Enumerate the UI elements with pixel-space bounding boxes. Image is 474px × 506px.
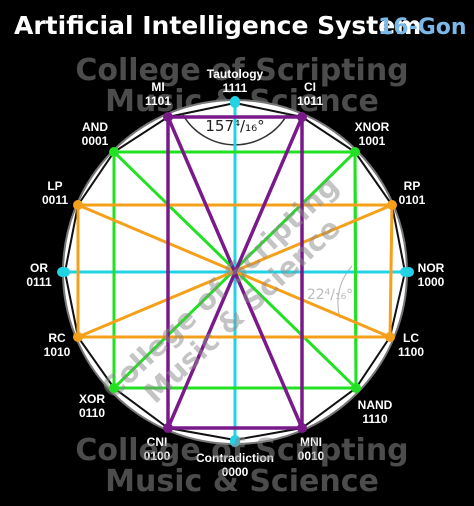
vertex-labels: Tautology 1111 CI 1011 XNOR 1001 RP 0101… xyxy=(26,67,444,479)
watermark-bottom-line2: Music & Science xyxy=(105,464,379,499)
vertex-label-xnor-name: XNOR xyxy=(355,120,390,134)
vertex-label-xor-code: 0110 xyxy=(79,406,105,420)
vertex-label-ci-name: CI xyxy=(304,80,316,94)
vertex-dots xyxy=(57,96,414,447)
vertex-label-lp-name: LP xyxy=(47,179,62,193)
vertex-label-or-name: OR xyxy=(30,261,48,275)
watermark-top-line1: College of Scripting xyxy=(75,53,408,88)
vertex-label-nor-code: 1000 xyxy=(418,275,445,289)
vertex-label-lc-code: 1100 xyxy=(398,345,424,359)
axis-marker-dot-1 xyxy=(230,437,240,447)
vertex-label-tautology-code: 1111 xyxy=(223,81,248,95)
vertex-label-and-name: AND xyxy=(82,120,108,134)
exterior-angle-label: 22⁴/₁₆° xyxy=(307,287,353,303)
vertex-dot-rp xyxy=(387,200,397,210)
vertex-label-rc-name: RC xyxy=(48,331,66,345)
vertex-dot-xnor xyxy=(350,147,360,157)
axis-marker-dot-3 xyxy=(57,267,67,277)
vertex-dot-mi xyxy=(163,112,173,122)
vertex-label-tautology-name: Tautology xyxy=(207,67,264,81)
vertex-label-lc-name: LC xyxy=(403,331,419,345)
vertex-label-cni-name: CNI xyxy=(147,435,168,449)
purple-line-5 xyxy=(166,115,304,430)
vertex-label-mi-name: MI xyxy=(151,80,164,94)
vertex-label-and-code: 0001 xyxy=(82,134,109,148)
axis-marker-dot-0 xyxy=(230,96,240,106)
page-title: Artificial Intelligence System xyxy=(14,11,421,40)
vertex-dot-and xyxy=(109,147,119,157)
page-subtitle: 16-Gon xyxy=(378,15,467,40)
vertex-dot-ci xyxy=(297,112,307,122)
vertex-label-contradiction-code: 0000 xyxy=(222,465,249,479)
vertex-label-contradiction-name: Contradiction xyxy=(196,451,274,465)
vertex-label-or-code: 0111 xyxy=(26,275,52,289)
vertex-dot-xor xyxy=(109,383,119,393)
vertex-label-mni-name: MNI xyxy=(300,435,322,449)
purple-lines xyxy=(166,115,304,430)
vertex-label-rc-code: 1010 xyxy=(44,345,71,359)
vertex-dot-nand xyxy=(351,383,361,393)
vertex-dot-rc xyxy=(73,332,83,342)
vertex-label-nand-code: 1110 xyxy=(362,412,388,426)
vertex-dot-mni xyxy=(297,423,307,433)
orange-line-1 xyxy=(388,203,394,339)
vertex-label-cni-code: 0100 xyxy=(144,449,171,463)
watermark-bottom-line1: College of Scripting xyxy=(75,433,408,468)
vertex-label-rp-code: 0101 xyxy=(399,193,426,207)
vertex-dot-lc xyxy=(385,332,395,342)
vertex-label-nand-name: NAND xyxy=(358,398,393,412)
vertex-label-rp-name: RP xyxy=(404,179,421,193)
vertex-dot-cni xyxy=(163,423,173,433)
exterior-angle-arc xyxy=(337,265,353,319)
vertex-label-xnor-code: 1001 xyxy=(359,134,386,148)
vertex-label-lp-code: 0011 xyxy=(42,193,68,207)
vertex-label-ci-code: 1011 xyxy=(297,94,323,108)
vertex-label-nor-name: NOR xyxy=(418,261,445,275)
vertex-label-xor-name: XOR xyxy=(79,392,105,406)
green-line-7 xyxy=(353,150,358,390)
vertex-label-mi-code: 1101 xyxy=(145,94,171,108)
vertex-dot-lp xyxy=(73,200,83,210)
axis-marker-dot-2 xyxy=(404,267,414,277)
vertex-label-mni-code: 0010 xyxy=(298,449,325,463)
